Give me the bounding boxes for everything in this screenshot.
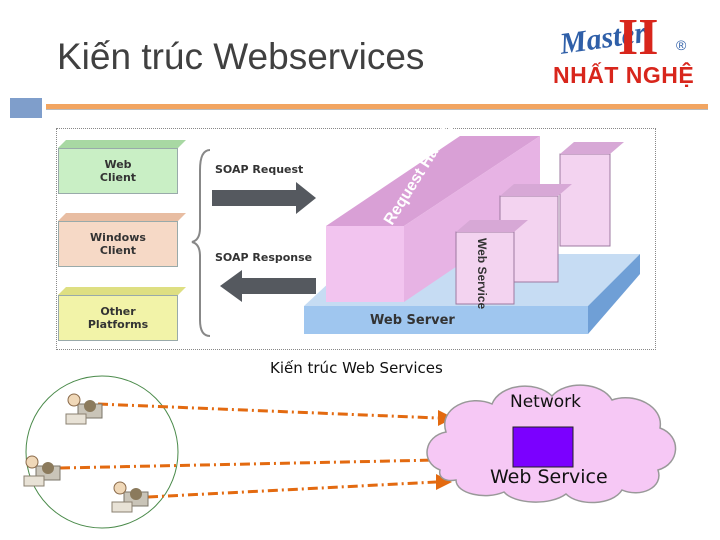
connection-arrow-top — [97, 402, 439, 420]
web-service-block-front-top — [456, 220, 528, 232]
request-handler-top — [326, 136, 540, 226]
clients-brace — [191, 149, 211, 337]
request-arrow — [212, 182, 316, 214]
logo-brand: NHẤT NGHỆ — [553, 62, 695, 88]
user-computer-icon — [23, 455, 61, 487]
diagram-caption: Kiến trúc Web Services — [270, 359, 443, 377]
user-computer-icon — [111, 481, 149, 513]
soap-response-label: SOAP Response — [215, 251, 313, 264]
request-handler-side — [404, 136, 540, 302]
connection-arrow-middle — [59, 458, 439, 470]
response-arrow — [220, 270, 316, 302]
logo: Master II ® — [557, 9, 687, 66]
slide-title: Kiến trúc Webservices — [57, 36, 425, 77]
logo-roman-numeral: II — [618, 9, 658, 66]
web-client-depth — [58, 140, 186, 148]
header-rule-shadow — [46, 109, 708, 110]
web-client-box: Web Client — [58, 148, 178, 194]
connection-arrow-bottom — [147, 480, 437, 499]
network-label: Network — [510, 392, 581, 412]
accent-block — [10, 98, 42, 118]
architecture-frame — [56, 128, 656, 350]
web-service-block-back — [559, 153, 611, 247]
web-service-block-front — [455, 231, 515, 305]
windows-client-depth — [58, 213, 186, 221]
header-rule — [46, 104, 708, 109]
soap-request-label: SOAP Request — [215, 163, 304, 176]
web-server-side — [588, 254, 640, 334]
web-service-caption: Web Service — [490, 466, 608, 488]
windows-client-box: Windows Client — [58, 221, 178, 267]
web-service-box — [512, 426, 574, 468]
other-platforms-box: Other Platforms — [58, 295, 178, 341]
users-circle — [25, 375, 179, 529]
web-server-label: Web Server — [370, 313, 455, 328]
user-computer-icon — [65, 393, 103, 425]
web-service-block-back-top — [560, 142, 624, 154]
request-handler-front — [326, 226, 404, 302]
web-service-block-middle-top — [500, 184, 572, 196]
connection-arrowhead-bottom — [436, 474, 452, 490]
logo-registered-mark: ® — [676, 37, 687, 53]
web-service-label: Web Service — [475, 238, 489, 309]
other-platforms-depth — [58, 287, 186, 295]
web-server-front — [304, 306, 588, 334]
